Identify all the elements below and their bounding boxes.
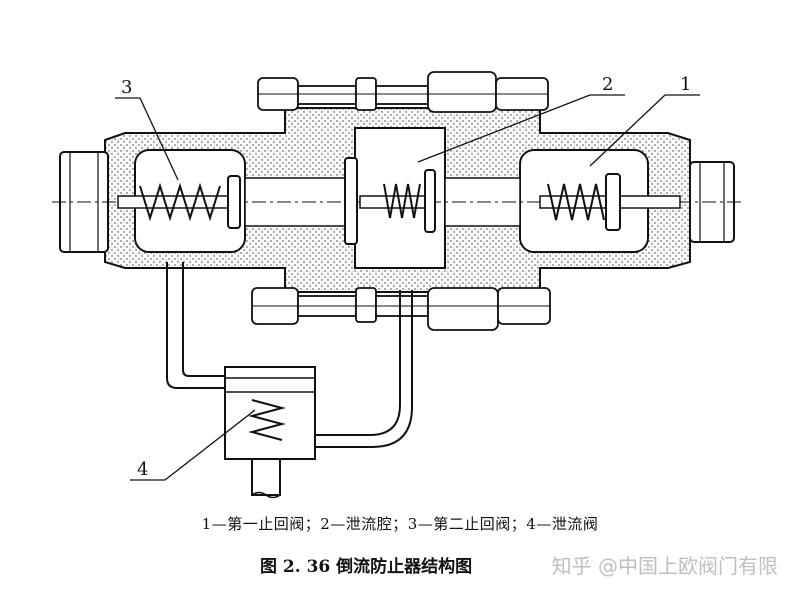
spring-right [547, 183, 605, 221]
disc-right [605, 173, 621, 231]
relief-outlet-pipe [251, 458, 281, 496]
spring-left [139, 182, 221, 222]
stem-left [117, 195, 239, 209]
backflow-preventer-diagram: 1 2 3 4 [52, 71, 745, 499]
watermark: 知乎 @中国上欧阀门有限 [551, 554, 778, 578]
leader-1 [589, 94, 666, 167]
callout-3: 3 [121, 77, 132, 98]
leader-4 [164, 409, 256, 481]
figure-title: 图 2. 36 倒流防止器结构图 [260, 557, 473, 577]
spring-center [383, 183, 421, 219]
disc-center [344, 157, 358, 245]
callout-1: 1 [680, 74, 691, 95]
disc-center-2 [424, 169, 436, 233]
relief-valve-body [224, 366, 316, 460]
stem-center [359, 195, 431, 209]
pipe-relief-chamber-to-valve [315, 290, 401, 436]
spring-relief-valve [248, 399, 286, 441]
disc-left [227, 175, 241, 229]
callout-4: 4 [137, 459, 148, 480]
diagram-legend: 1—第一止回阀；2—泄流腔；3—第二止回阀；4—泄流阀 [201, 515, 599, 533]
pipe-left-to-relief [166, 262, 225, 389]
top-bolt-assembly [257, 71, 549, 113]
callout-2: 2 [602, 74, 613, 95]
caption-row: 图 2. 36 倒流防止器结构图 知乎 @中国上欧阀门有限 [0, 550, 800, 586]
leader-2 [417, 94, 591, 163]
leader-3 [139, 97, 179, 181]
